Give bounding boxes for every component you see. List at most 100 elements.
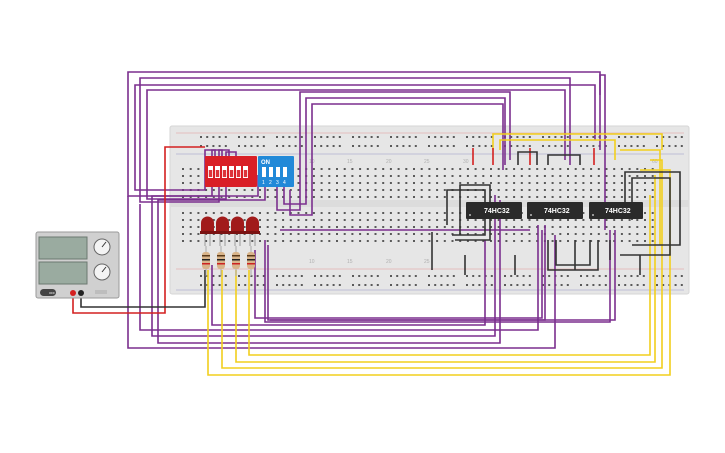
breadboard-hole[interactable]	[597, 196, 600, 198]
breadboard-hole[interactable]	[528, 240, 531, 242]
breadboard-hole[interactable]	[389, 175, 392, 177]
breadboard-hole[interactable]	[466, 175, 469, 177]
breadboard-hole[interactable]	[528, 136, 531, 138]
breadboard-hole[interactable]	[312, 196, 315, 198]
breadboard-hole[interactable]	[352, 136, 354, 138]
breadboard-hole[interactable]	[390, 136, 392, 138]
breadboard-hole[interactable]	[243, 212, 246, 214]
breadboard-hole[interactable]	[262, 284, 265, 286]
breadboard-hole[interactable]	[343, 226, 346, 228]
breadboard-hole[interactable]	[326, 136, 329, 138]
breadboard-hole[interactable]	[205, 196, 208, 198]
breadboard-hole[interactable]	[624, 284, 627, 286]
breadboard-hole[interactable]	[389, 233, 392, 235]
breadboard-hole[interactable]	[200, 284, 202, 286]
breadboard-hole[interactable]	[451, 175, 454, 177]
wire[interactable]	[555, 240, 591, 266]
breadboard-hole[interactable]	[259, 196, 261, 198]
breadboard-hole[interactable]	[482, 226, 485, 228]
breadboard-hole[interactable]	[382, 233, 385, 235]
breadboard-hole[interactable]	[536, 219, 539, 221]
breadboard-hole[interactable]	[620, 226, 623, 228]
breadboard-hole[interactable]	[396, 284, 399, 286]
breadboard-hole[interactable]	[366, 189, 369, 191]
breadboard-hole[interactable]	[642, 136, 645, 138]
breadboard-hole[interactable]	[382, 240, 385, 242]
breadboard-hole[interactable]	[352, 145, 354, 147]
breadboard-hole[interactable]	[370, 136, 373, 138]
breadboard-hole[interactable]	[413, 233, 415, 235]
breadboard-hole[interactable]	[274, 196, 277, 198]
breadboard-hole[interactable]	[326, 145, 329, 147]
breadboard-hole[interactable]	[405, 233, 408, 235]
breadboard-hole[interactable]	[250, 284, 253, 286]
breadboard-hole[interactable]	[197, 175, 200, 177]
breadboard-hole[interactable]	[644, 168, 646, 170]
resistor-icon[interactable]	[232, 246, 240, 276]
breadboard-hole[interactable]	[490, 196, 492, 198]
breadboard-hole[interactable]	[452, 284, 455, 286]
breadboard-hole[interactable]	[478, 145, 481, 147]
breadboard-hole[interactable]	[364, 284, 367, 286]
breadboard-hole[interactable]	[297, 189, 300, 191]
breadboard-hole[interactable]	[436, 175, 439, 177]
breadboard-hole[interactable]	[428, 212, 431, 214]
breadboard-hole[interactable]	[497, 240, 500, 242]
breadboard-hole[interactable]	[497, 168, 500, 170]
breadboard-hole[interactable]	[522, 275, 525, 277]
breadboard-hole[interactable]	[605, 196, 608, 198]
breadboard-hole[interactable]	[542, 275, 544, 277]
breadboard-hole[interactable]	[405, 168, 408, 170]
breadboard-hole[interactable]	[505, 168, 508, 170]
breadboard-hole[interactable]	[597, 226, 600, 228]
wire[interactable]	[248, 195, 651, 356]
breadboard-hole[interactable]	[440, 275, 443, 277]
breadboard-hole[interactable]	[624, 136, 627, 138]
breadboard-hole[interactable]	[259, 212, 261, 214]
breadboard-hole[interactable]	[597, 189, 600, 191]
breadboard-hole[interactable]	[513, 175, 516, 177]
breadboard-hole[interactable]	[288, 284, 291, 286]
breadboard-hole[interactable]	[662, 284, 665, 286]
breadboard-hole[interactable]	[434, 275, 437, 277]
breadboard-hole[interactable]	[390, 284, 392, 286]
breadboard-hole[interactable]	[182, 168, 184, 170]
breadboard-hole[interactable]	[274, 212, 277, 214]
breadboard-hole[interactable]	[197, 196, 200, 198]
breadboard-hole[interactable]	[451, 168, 454, 170]
resistor-icon[interactable]	[202, 246, 210, 276]
breadboard-hole[interactable]	[320, 219, 323, 221]
breadboard-hole[interactable]	[328, 168, 331, 170]
breadboard-hole[interactable]	[428, 219, 431, 221]
breadboard-hole[interactable]	[459, 168, 462, 170]
breadboard-hole[interactable]	[405, 212, 408, 214]
breadboard-hole[interactable]	[197, 182, 200, 184]
breadboard-hole[interactable]	[297, 196, 300, 198]
wire[interactable]	[80, 270, 206, 308]
breadboard-hole[interactable]	[320, 175, 323, 177]
breadboard-hole[interactable]	[297, 226, 300, 228]
breadboard-hole[interactable]	[597, 168, 600, 170]
breadboard-hole[interactable]	[243, 240, 246, 242]
breadboard-hole[interactable]	[510, 284, 513, 286]
breadboard-hole[interactable]	[320, 212, 323, 214]
breadboard-hole[interactable]	[276, 136, 278, 138]
wire[interactable]	[151, 175, 496, 337]
breadboard-hole[interactable]	[436, 240, 439, 242]
breadboard-hole[interactable]	[266, 196, 269, 198]
breadboard-hole[interactable]	[618, 136, 620, 138]
breadboard-hole[interactable]	[528, 196, 531, 198]
breadboard-hole[interactable]	[516, 136, 519, 138]
breadboard-hole[interactable]	[548, 136, 551, 138]
breadboard-hole[interactable]	[574, 175, 577, 177]
breadboard-hole[interactable]	[312, 212, 315, 214]
wire[interactable]	[139, 204, 539, 331]
breadboard-hole[interactable]	[351, 240, 354, 242]
breadboard-hole[interactable]	[466, 145, 468, 147]
breadboard-hole[interactable]	[574, 168, 577, 170]
breadboard-hole[interactable]	[320, 284, 323, 286]
breadboard-hole[interactable]	[636, 145, 639, 147]
breadboard-hole[interactable]	[466, 284, 468, 286]
breadboard-hole[interactable]	[182, 240, 184, 242]
breadboard-hole[interactable]	[228, 240, 231, 242]
